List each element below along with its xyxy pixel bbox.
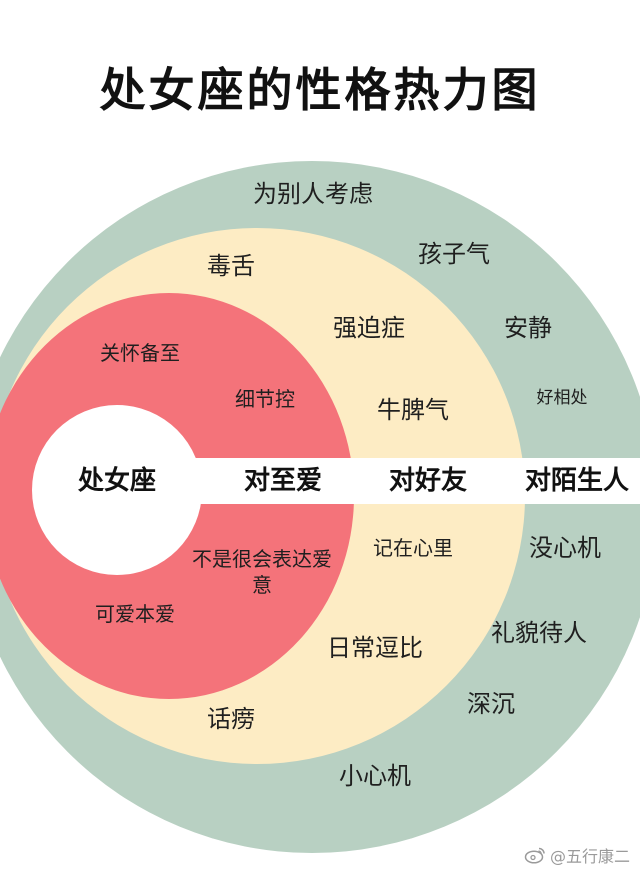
trait-label: 关怀备至: [100, 341, 180, 365]
label-band: [185, 458, 640, 504]
trait-label: 安静: [504, 314, 552, 342]
watermark: @五行康二: [524, 843, 630, 867]
trait-label: 小心机: [339, 762, 411, 790]
weibo-icon: [524, 846, 546, 864]
trait-label: 深沉: [467, 690, 515, 718]
trait-label: 不是很会表达爱意: [192, 547, 332, 597]
trait-label: 话痨: [207, 705, 255, 733]
watermark-text: @五行康二: [549, 847, 630, 866]
trait-label: 没心机: [529, 534, 601, 562]
trait-label: 孩子气: [418, 240, 490, 268]
trait-label: 毒舌: [207, 252, 255, 280]
trait-label: 细节控: [235, 387, 295, 411]
center-label: 处女座: [77, 466, 157, 496]
core-circle: [32, 405, 202, 575]
trait-label: 记在心里: [373, 536, 453, 560]
trait-label: 日常逗比: [327, 634, 423, 662]
middle-ring-label: 对好友: [388, 466, 468, 496]
trait-label: 牛脾气: [377, 396, 449, 424]
trait-label: 好相处: [536, 388, 588, 408]
trait-label: 为别人考虑: [253, 180, 373, 208]
inner-ring-label: 对至爱: [243, 466, 323, 496]
trait-label: 可爱本爱: [95, 602, 175, 626]
trait-label: 强迫症: [333, 314, 405, 342]
outer-ring-label: 对陌生人: [524, 466, 630, 496]
trait-label: 礼貌待人: [491, 619, 587, 647]
page-title: 处女座的性格热力图: [99, 63, 541, 117]
